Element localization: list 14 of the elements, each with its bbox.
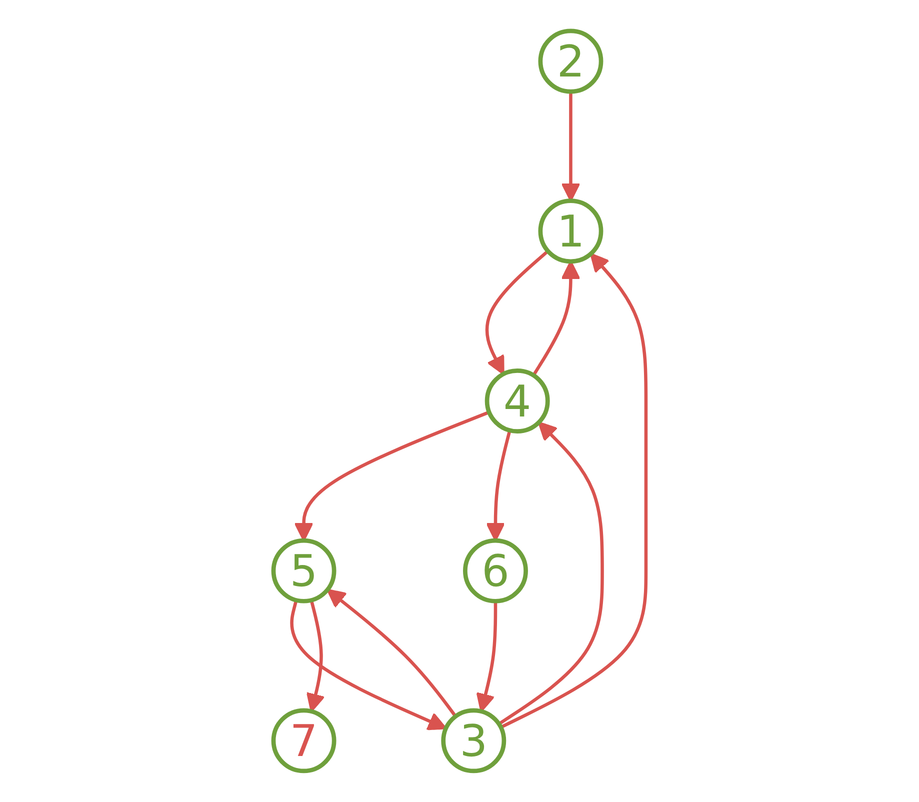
arrow bbox=[500, 252, 648, 729]
arrow bbox=[498, 422, 604, 726]
node-circle: 1 bbox=[538, 198, 603, 264]
node-circle: 5 bbox=[271, 538, 336, 604]
arrow bbox=[485, 250, 549, 375]
node-circle: 2 bbox=[538, 28, 603, 94]
node-circle: 6 bbox=[462, 538, 528, 604]
arrow bbox=[306, 600, 325, 712]
arrow bbox=[476, 601, 497, 712]
node-circle: 7 bbox=[271, 708, 336, 774]
node-circle: 3 bbox=[440, 708, 506, 774]
arrow bbox=[326, 588, 457, 718]
node-circle: 4 bbox=[484, 368, 550, 434]
arrow bbox=[290, 600, 447, 730]
